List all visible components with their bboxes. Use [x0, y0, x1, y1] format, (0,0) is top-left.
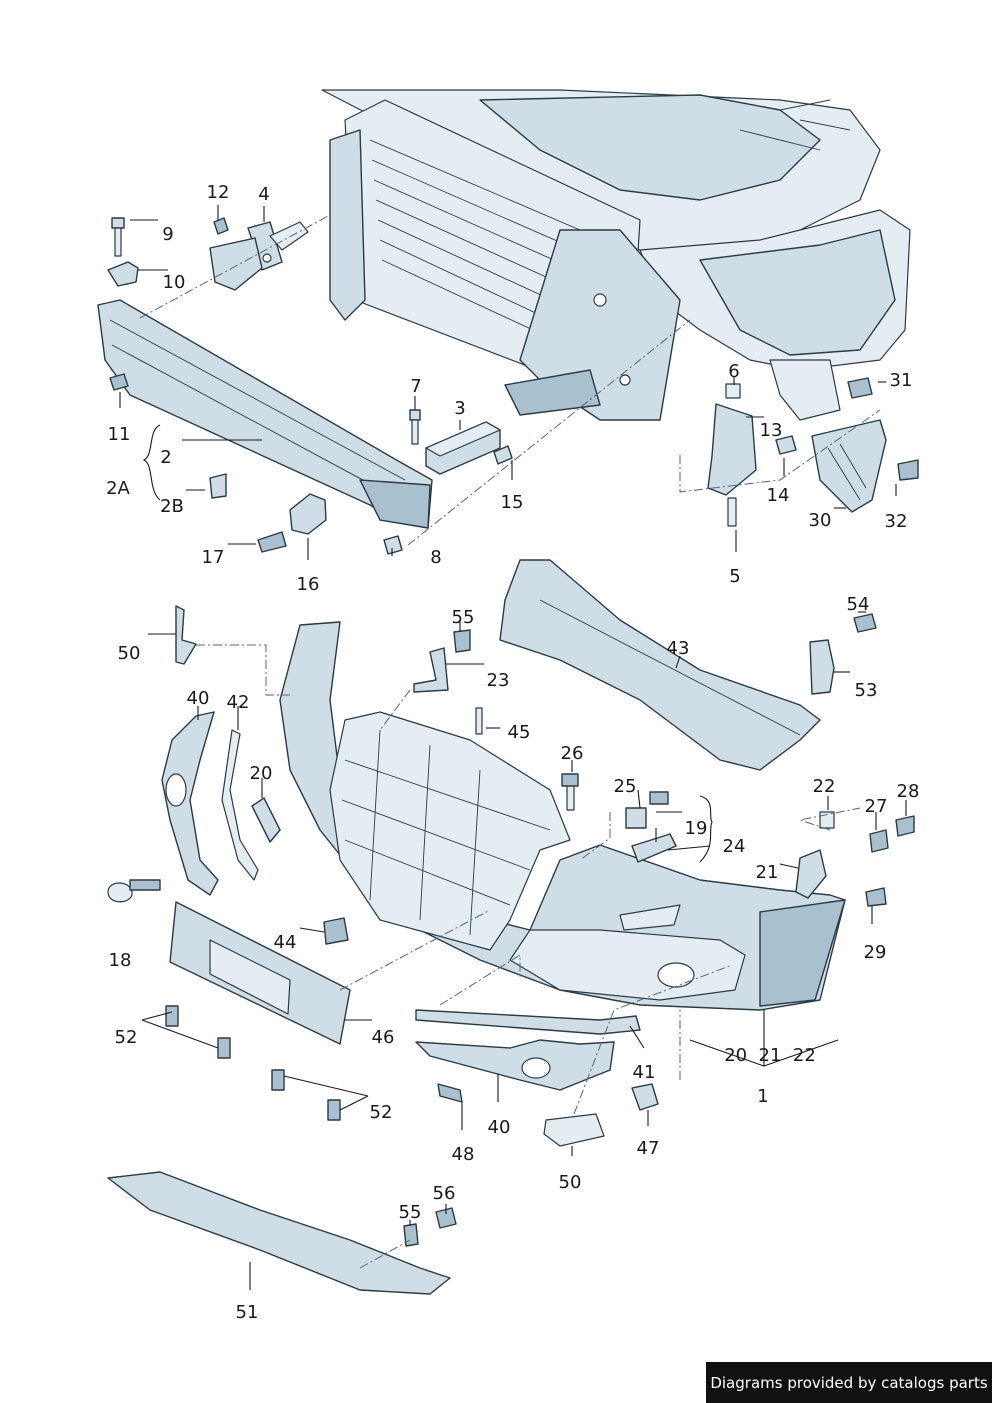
lower-spoiler [107, 1171, 457, 1295]
body-front-structure [321, 89, 911, 421]
callout-14: 14 [767, 485, 790, 506]
radiator [329, 99, 681, 421]
callout-55-top: 55 [452, 607, 475, 628]
beam-fasteners-left [107, 217, 139, 391]
callout-3: 3 [454, 398, 465, 419]
bumper-impact-beam [97, 299, 433, 529]
callout-20-21-22-group: 20 21 22 [724, 1045, 816, 1066]
callout-53: 53 [855, 680, 878, 701]
assembly-lines [139, 214, 881, 1269]
callout-13: 13 [760, 420, 783, 441]
callout-23: 23 [487, 670, 510, 691]
callout-31: 31 [890, 370, 913, 391]
callout-40-bottom: 40 [488, 1117, 511, 1138]
callout-labels: 1 2 2A 2B 3 4 5 7 6 8 9 10 11 12 13 14 1… [106, 182, 919, 1323]
callout-26: 26 [561, 743, 584, 764]
callout-17: 17 [202, 547, 225, 568]
callout-5: 5 [729, 566, 740, 587]
watermark-banner: Diagrams provided by catalogs parts [706, 1362, 992, 1403]
callout-15: 15 [501, 492, 524, 513]
callout-4: 4 [258, 184, 269, 205]
beam-mounting-bracket [209, 217, 309, 291]
center-fasteners [561, 773, 677, 863]
callout-18: 18 [109, 950, 132, 971]
callout-51: 51 [236, 1302, 259, 1323]
callout-9: 9 [162, 224, 173, 245]
radiator-grille [329, 711, 571, 951]
callout-8: 8 [430, 547, 441, 568]
callout-22: 22 [813, 776, 836, 797]
callout-24: 24 [723, 836, 746, 857]
callout-44: 44 [274, 932, 297, 953]
callout-27: 27 [865, 796, 888, 817]
callout-21: 21 [756, 862, 779, 883]
callout-56: 56 [433, 1183, 456, 1204]
callout-50-bottom: 50 [559, 1172, 582, 1193]
callout-2b: 2B [160, 496, 184, 517]
callout-40-left: 40 [187, 688, 210, 709]
callout-45: 45 [508, 722, 531, 743]
callout-43: 43 [667, 638, 690, 659]
left-side-trims [107, 605, 281, 903]
callout-12: 12 [207, 182, 230, 203]
lower-grille-trims [415, 1009, 659, 1147]
callout-2: 2 [160, 447, 171, 468]
callout-10: 10 [163, 272, 186, 293]
callout-54: 54 [847, 594, 870, 615]
callout-11: 11 [108, 424, 131, 445]
right-upper-bracket [809, 613, 877, 695]
lower-beam-bracket [209, 473, 403, 555]
right-fasteners [795, 811, 915, 907]
callout-2a: 2A [106, 478, 130, 499]
callout-29: 29 [864, 942, 887, 963]
leader-lines [119, 205, 907, 1290]
callout-7: 7 [410, 376, 421, 397]
energy-absorber [499, 559, 821, 771]
callout-25: 25 [614, 776, 637, 797]
callout-48: 48 [452, 1144, 475, 1165]
callout-16: 16 [297, 574, 320, 595]
callout-52-right: 52 [370, 1102, 393, 1123]
side-mount-bracket [811, 377, 919, 513]
callout-20: 20 [250, 763, 273, 784]
callout-55-bottom: 55 [399, 1202, 422, 1223]
callout-30: 30 [809, 510, 832, 531]
callout-28: 28 [897, 781, 920, 802]
callout-42: 42 [227, 692, 250, 713]
callout-1: 1 [757, 1086, 768, 1107]
callout-47: 47 [637, 1138, 660, 1159]
callout-6: 6 [728, 361, 739, 382]
right-bumper-guide [707, 383, 797, 527]
callout-46: 46 [372, 1027, 395, 1048]
callout-41: 41 [633, 1062, 656, 1083]
callout-52-left: 52 [115, 1027, 138, 1048]
callout-50-left: 50 [118, 643, 141, 664]
license-plate-bracket [169, 901, 351, 1045]
sensor-module [409, 409, 513, 475]
upper-bracket [413, 629, 483, 735]
callout-19: 19 [685, 818, 708, 839]
callout-32: 32 [885, 511, 908, 532]
